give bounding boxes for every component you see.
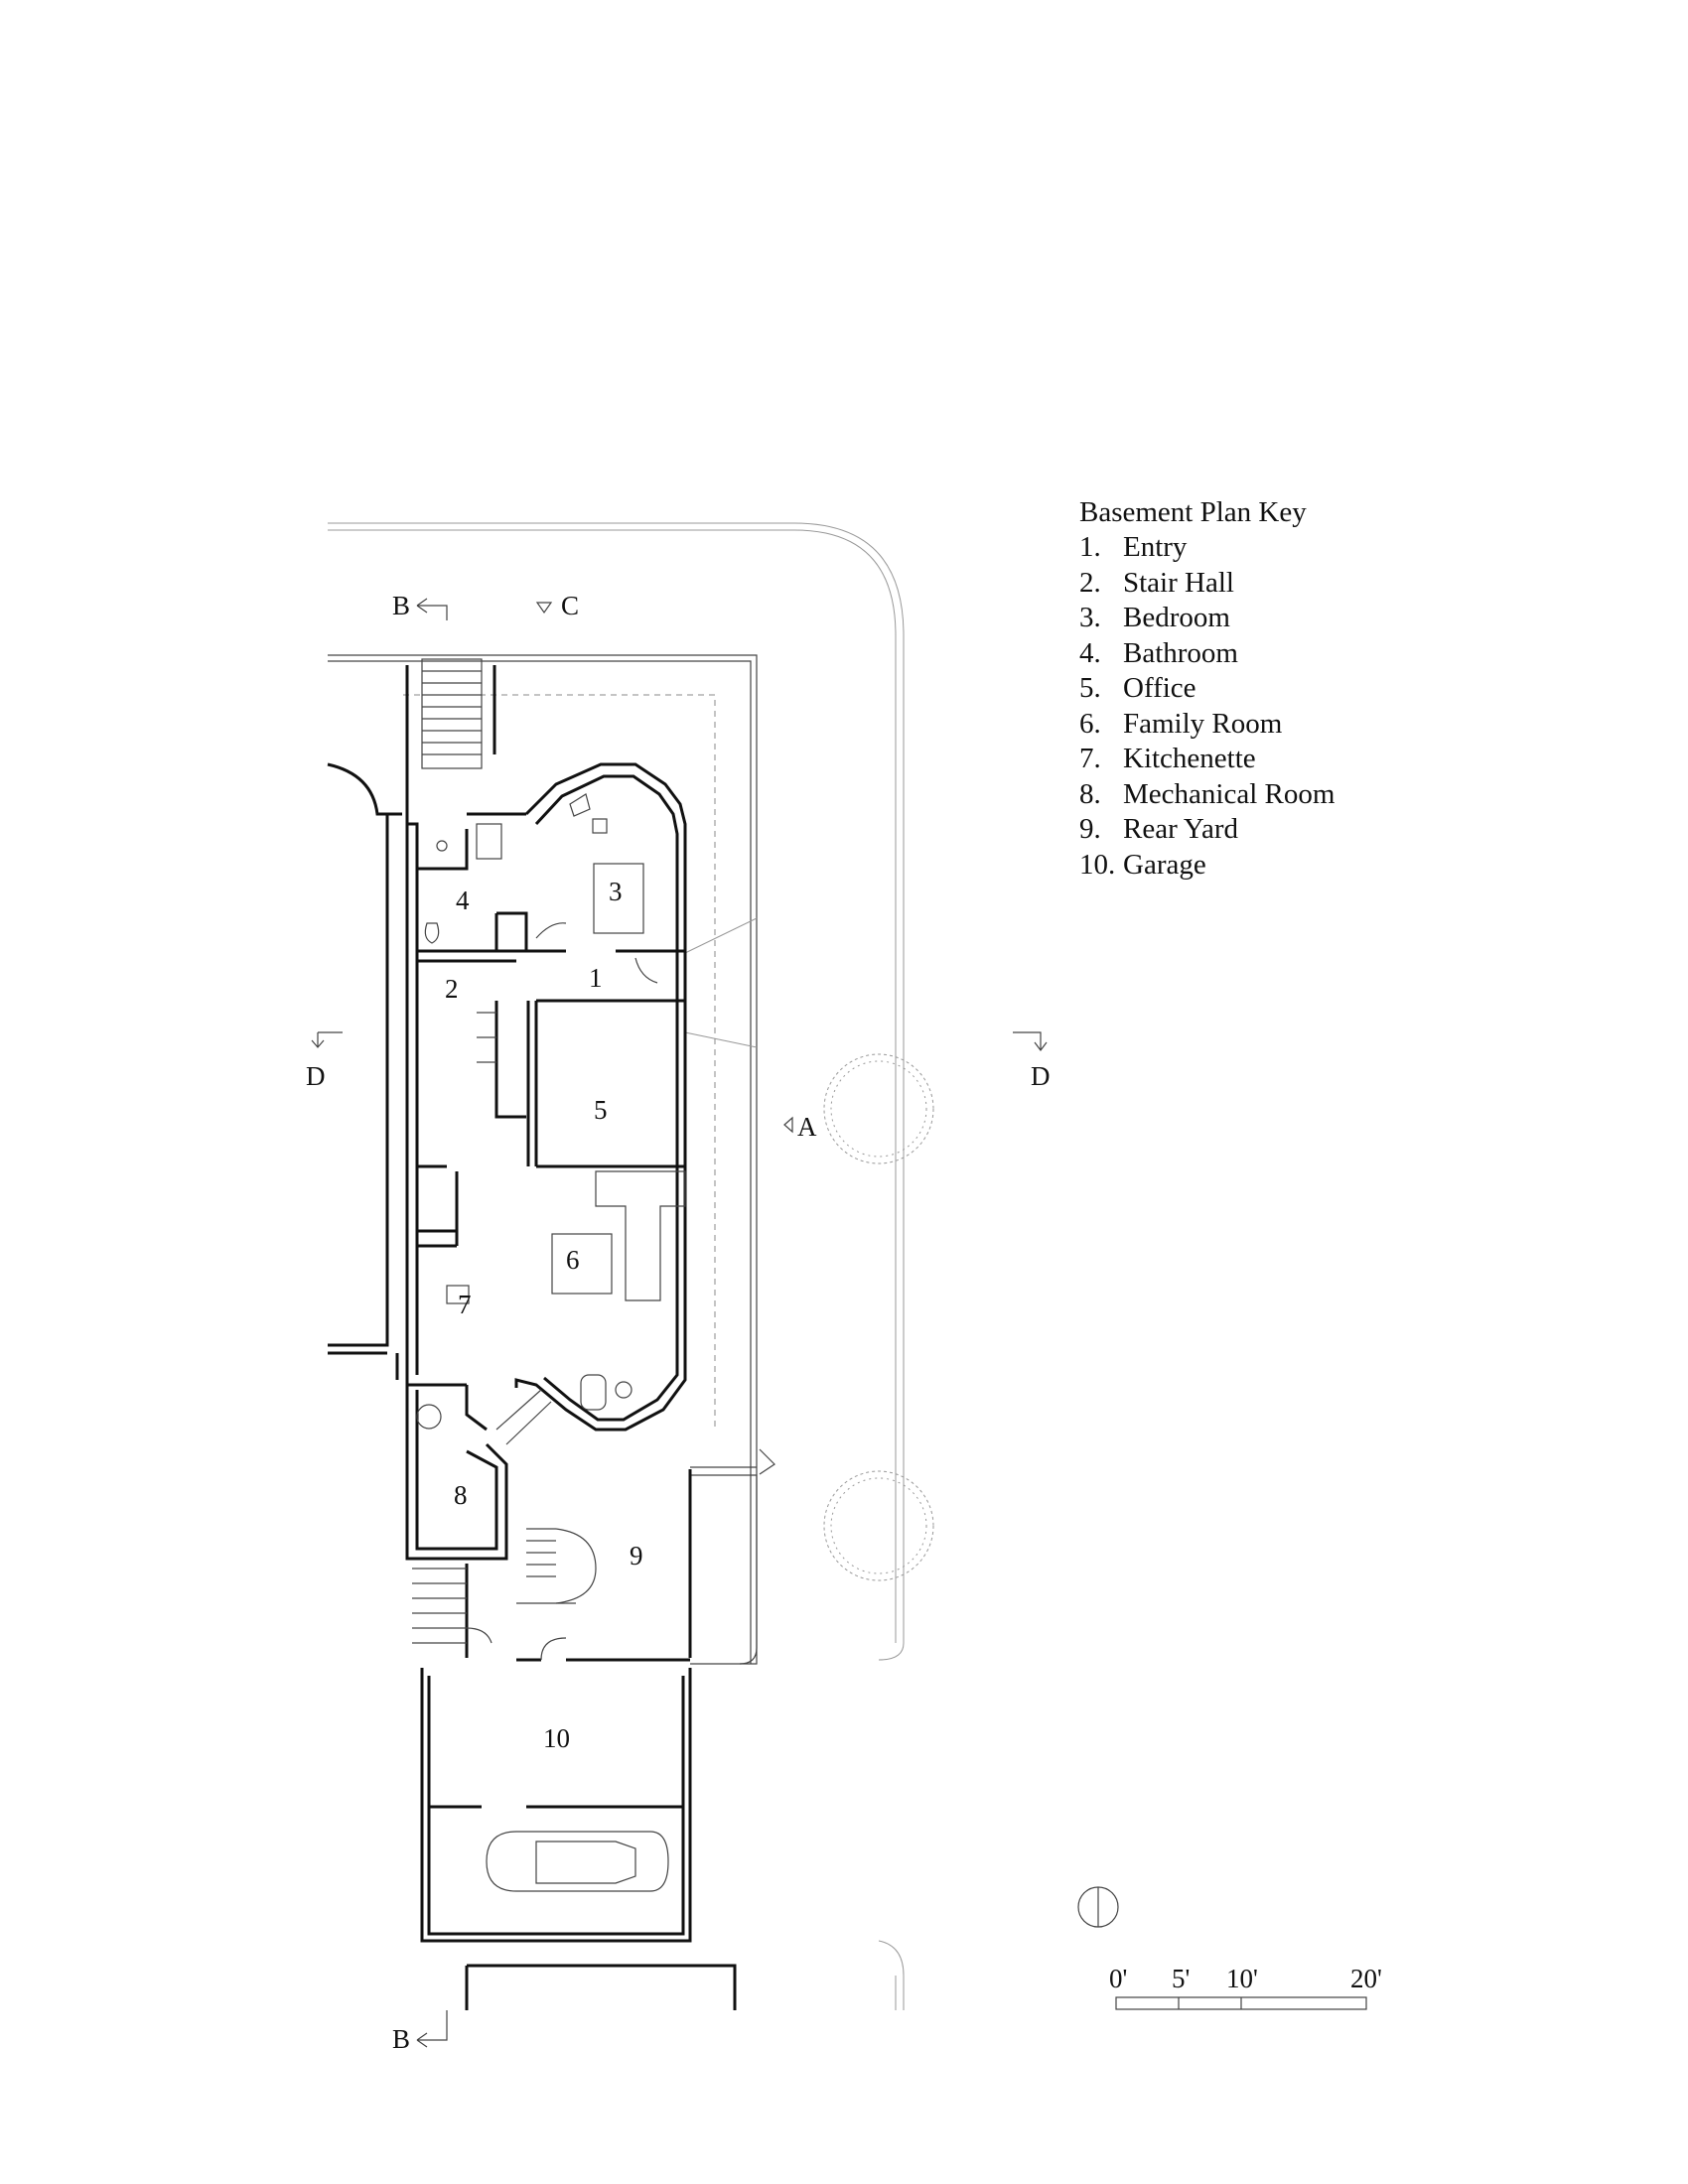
entry-stair bbox=[405, 658, 496, 814]
plan-key-item: 6.Family Room bbox=[1079, 707, 1283, 740]
room-label-9: 9 bbox=[630, 1541, 643, 1570]
section-marker-d-right: D bbox=[1013, 1031, 1051, 1091]
svg-text:B: B bbox=[392, 2024, 410, 2054]
rear-structures bbox=[405, 1385, 597, 1604]
svg-text:D: D bbox=[306, 1061, 326, 1091]
room-label-2: 2 bbox=[445, 974, 459, 1004]
plan-key-item: 3.Bedroom bbox=[1079, 602, 1230, 633]
door-swings bbox=[466, 922, 775, 1644]
rear-yard-walls bbox=[412, 1469, 692, 1662]
scale-bar: 0' 5' 10' 20' bbox=[1109, 1964, 1382, 2010]
plan-key-list: 1.Entry 2.Stair Hall 3.Bedroom 4.Bathroo… bbox=[1079, 530, 1437, 883]
site-outline bbox=[328, 654, 758, 1665]
svg-text:B: B bbox=[392, 591, 410, 620]
plan-key-item: 7.Kitchenette bbox=[1079, 743, 1256, 774]
street-curb bbox=[328, 522, 905, 2010]
tree-icon bbox=[823, 1053, 934, 1581]
section-marker-a: A bbox=[783, 1112, 817, 1142]
scale-label-20: 20' bbox=[1350, 1964, 1382, 1993]
room-label-8: 8 bbox=[454, 1480, 468, 1510]
svg-text:A: A bbox=[797, 1112, 817, 1142]
plan-key-title: Basement Plan Key bbox=[1079, 496, 1307, 528]
room-label-4: 4 bbox=[456, 886, 470, 915]
plan-key-item: 2.Stair Hall bbox=[1079, 566, 1234, 599]
section-marker-d-left: D bbox=[306, 1031, 343, 1091]
plan-key-item: 9.Rear Yard bbox=[1079, 813, 1238, 845]
scale-label-5: 5' bbox=[1172, 1964, 1190, 1993]
room-label-5: 5 bbox=[594, 1095, 608, 1125]
room-labels: 1 2 3 4 5 6 7 8 9 10 bbox=[445, 877, 643, 1753]
section-marker-b-top: B bbox=[392, 591, 448, 620]
scale-label-0: 0' bbox=[1109, 1964, 1127, 1993]
north-arrow-icon bbox=[1077, 1886, 1119, 1928]
plan-key-item: 5.Office bbox=[1079, 672, 1196, 704]
plan-key-item: 4.Bathroom bbox=[1079, 636, 1238, 669]
svg-text:D: D bbox=[1031, 1061, 1051, 1091]
room-label-10: 10 bbox=[543, 1723, 570, 1753]
room-label-1: 1 bbox=[589, 963, 603, 993]
svg-text:C: C bbox=[561, 591, 579, 620]
house-walls bbox=[405, 762, 687, 1432]
room-label-6: 6 bbox=[566, 1245, 580, 1275]
plan-key-item: 8.Mechanical Room bbox=[1079, 777, 1336, 810]
plan-key-item: 1.Entry bbox=[1079, 531, 1188, 563]
garage-walls bbox=[420, 1668, 737, 2010]
car-icon bbox=[486, 1831, 669, 1892]
section-marker-c-top: C bbox=[535, 591, 579, 620]
section-marker-b-bottom: B bbox=[392, 2010, 448, 2054]
room-label-7: 7 bbox=[458, 1290, 472, 1319]
interior-walls bbox=[417, 829, 685, 1248]
plan-key: Basement Plan Key 1.Entry 2.Stair Hall 3… bbox=[1079, 494, 1437, 883]
neighbour-walls bbox=[327, 762, 402, 1380]
plan-key-item: 10.Garage bbox=[1079, 848, 1206, 881]
furniture bbox=[424, 793, 686, 1411]
room-label-3: 3 bbox=[609, 877, 623, 906]
scale-label-10: 10' bbox=[1226, 1964, 1258, 1993]
